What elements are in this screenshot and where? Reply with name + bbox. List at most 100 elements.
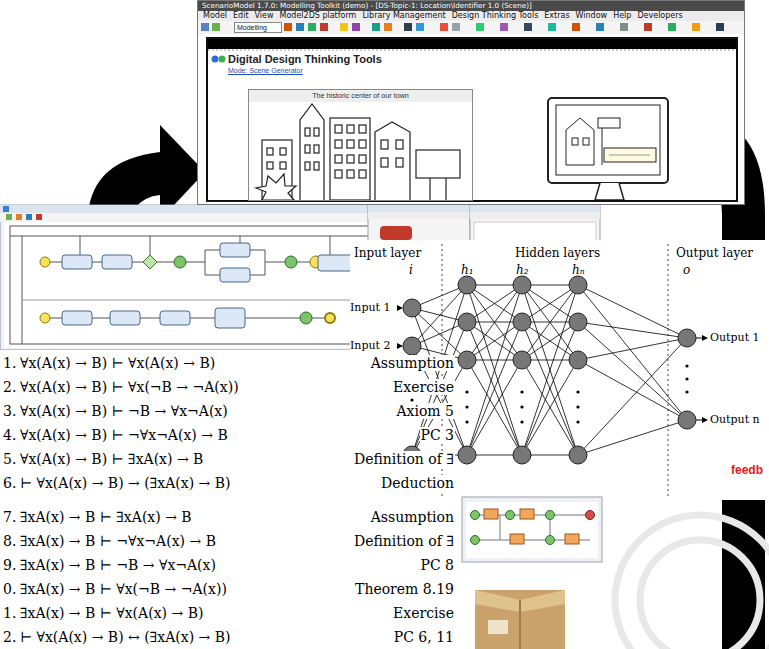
layer-label: Input layer	[354, 246, 421, 260]
formula: ∀x(A(x) → B) ⊢ ¬∀x¬A(x) → B	[20, 427, 228, 443]
line-number: 1.	[3, 355, 16, 371]
process-screenshot	[471, 511, 480, 520]
line-number: 4.	[3, 427, 16, 443]
process-model-screenshot	[0, 205, 392, 350]
monitor-sketch	[583, 138, 589, 145]
process-model-screenshot	[300, 312, 312, 324]
layer-symbol: h₁	[461, 263, 474, 277]
line-number: 7.	[3, 509, 16, 525]
process-model-screenshot	[174, 256, 186, 268]
process-model-screenshot	[10, 236, 382, 237]
cropped-text: feedb	[731, 463, 763, 477]
window-title: ScenarioModel 1.7.0: Modelling Toolkit (…	[198, 1, 744, 11]
process-screenshot	[520, 509, 534, 519]
city-sketch	[300, 104, 324, 200]
app-window-chrome	[716, 23, 724, 31]
process-model-screenshot	[36, 214, 42, 220]
neural-network	[520, 390, 523, 393]
menu-item: Help	[613, 11, 631, 21]
box-photo	[488, 620, 508, 634]
neural-network	[513, 313, 531, 331]
process-screenshot	[565, 534, 579, 544]
city-sketch	[375, 122, 410, 200]
process-model-screenshot	[10, 226, 382, 344]
city-sketch	[256, 174, 296, 200]
city-sketch	[280, 162, 286, 169]
neural-network	[702, 335, 708, 341]
neural-network	[520, 405, 523, 408]
neural-network	[576, 420, 579, 423]
process-screenshot	[546, 511, 555, 520]
layer-label: Output layer	[676, 246, 753, 260]
menu-item: Extras	[544, 11, 569, 21]
justification: PC 6, 11	[393, 629, 455, 645]
city-sketch	[280, 148, 286, 155]
city-sketch	[335, 155, 342, 163]
line-number: 8.	[3, 533, 16, 549]
app-window-chrome	[416, 23, 424, 31]
process-model-screenshot	[160, 311, 190, 325]
process-model-screenshot	[16, 214, 22, 220]
process-model-screenshot	[40, 313, 50, 323]
city-sketch	[359, 125, 366, 133]
city-sketch	[416, 150, 460, 178]
process-model-screenshot	[26, 214, 32, 220]
city-sketch	[396, 140, 403, 149]
monitor-sketch	[572, 138, 578, 145]
neural-network	[678, 411, 696, 429]
app-window-chrome	[197, 0, 745, 205]
formula: ∀x(A(x) → B) ⊢ ∀x(A(x) → B)	[20, 355, 215, 371]
menu-item: Edit	[233, 11, 249, 21]
formula: ∀x(A(x) → B) ⊢ ¬B → ∀x¬A(x)	[20, 403, 228, 419]
formula: ∃xA(x) → B ⊢ ¬B → ∀x¬A(x)	[20, 557, 216, 573]
app-window-chrome	[384, 23, 392, 31]
neural-network	[465, 405, 468, 408]
process-model-screenshot	[102, 255, 132, 269]
app-window-chrome	[197, 0, 745, 205]
app-window-chrome	[197, 11, 745, 21]
formula: ∀x(A(x) → B) ⊢ ∀x(¬B → ¬A(x))	[20, 379, 239, 395]
neural-network	[410, 398, 413, 401]
watermark-logo	[615, 515, 769, 649]
process-model-screenshot	[80, 236, 330, 255]
formula: ∃xA(x) → B ⊢ ∀x(¬B → ¬A(x))	[20, 581, 227, 597]
mode-link: Mode: Scene Generator	[228, 66, 736, 75]
layer-label: Hidden layers	[515, 246, 600, 260]
monitor-sketch	[548, 98, 668, 200]
app-window-chrome	[284, 23, 292, 31]
process-model-screenshot	[6, 214, 12, 220]
city-sketch	[347, 125, 354, 133]
justification: Definition of ∃	[353, 451, 455, 467]
city-sketch	[267, 148, 273, 155]
output-label: Output 1	[710, 331, 760, 345]
app-window-chrome	[620, 23, 628, 31]
sketch-caption: The historic center of our town	[249, 90, 472, 102]
neural-network	[576, 405, 579, 408]
process-model-screenshot	[0, 205, 392, 213]
neural-network	[569, 351, 587, 369]
city-sketch	[381, 158, 388, 167]
justification: PC 3	[420, 427, 456, 443]
watermark-logo	[615, 515, 769, 649]
process-screenshot	[462, 497, 602, 562]
app-window-chrome	[197, 0, 745, 11]
menu-item: View	[255, 11, 274, 21]
app-window-chrome	[320, 23, 328, 31]
small-screenshots	[470, 212, 600, 219]
justification: Assumption	[370, 509, 455, 525]
app-window-chrome	[500, 23, 508, 31]
menu-item: Model2DS platform	[280, 11, 357, 21]
city-sketch	[314, 128, 319, 136]
app-window-chrome	[201, 23, 209, 31]
monitor-sketch	[548, 98, 668, 183]
justification: Exercise	[392, 605, 455, 621]
city-sketch	[359, 140, 366, 148]
app-window-chrome	[596, 23, 604, 31]
process-model-screenshot	[110, 311, 140, 325]
layer-symbol: o	[683, 263, 690, 277]
monitor-sketch	[604, 148, 656, 162]
formula: ∃xA(x) → B ⊢ ¬∀x¬A(x) → B	[20, 533, 216, 549]
process-model-screenshot	[0, 213, 392, 222]
process-model-screenshot	[325, 313, 335, 323]
app-window-chrome	[644, 23, 652, 31]
